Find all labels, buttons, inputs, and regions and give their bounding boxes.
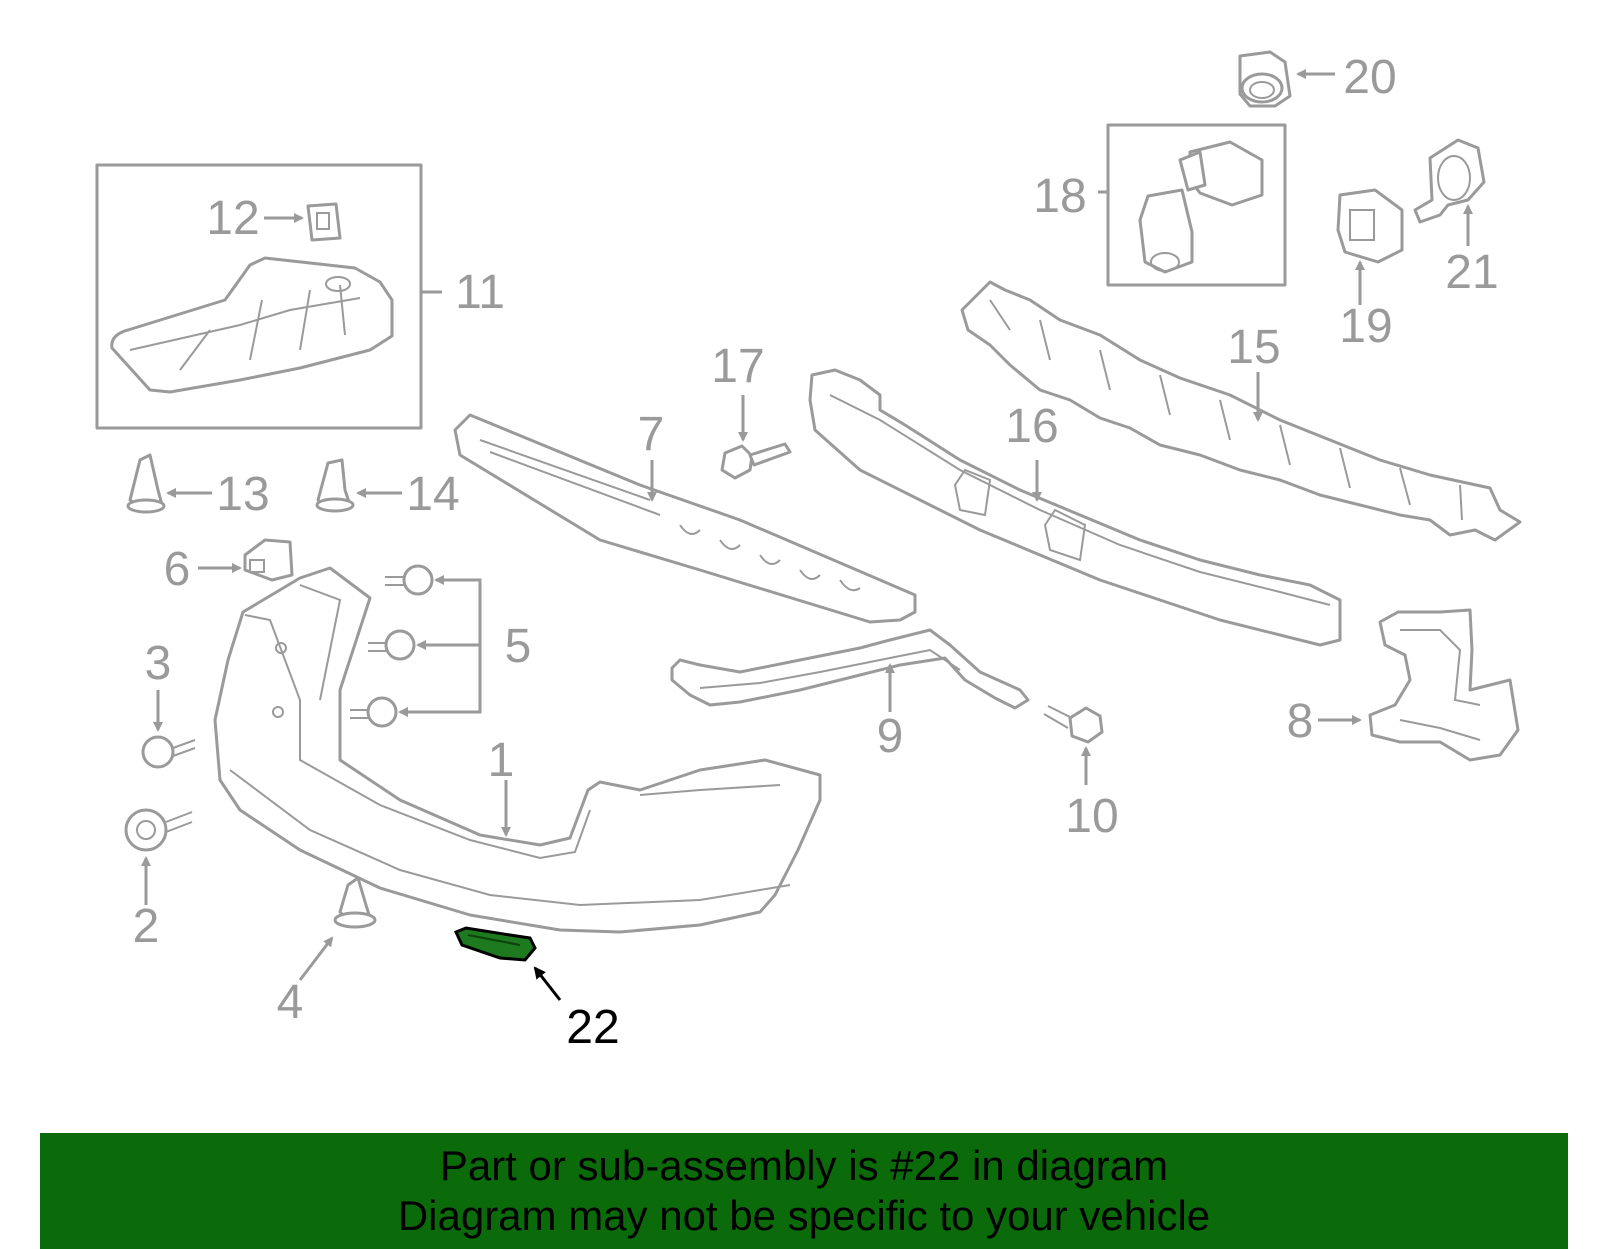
banner-line-2: Diagram may not be specific to your vehi… — [397, 1192, 1211, 1239]
callout-1: 1 — [488, 734, 515, 787]
callout-10: 10 — [1065, 790, 1118, 843]
callout-13: 13 — [216, 468, 269, 521]
banner-line-1: Part or sub-assembly is #22 in diagram — [439, 1142, 1169, 1189]
part-19-sensor — [1336, 188, 1404, 305]
part-15-absorber — [960, 280, 1522, 542]
part-3-screw — [141, 690, 196, 769]
callout-19: 19 — [1339, 300, 1392, 353]
part-21-retainer — [1413, 138, 1486, 246]
part-9-bracket — [670, 628, 1030, 712]
part-7-step-pad — [453, 413, 917, 624]
callout-16: 16 — [1005, 400, 1058, 453]
callout-9: 9 — [877, 710, 904, 763]
part-6-nut — [198, 538, 294, 582]
callout-21: 21 — [1445, 246, 1498, 299]
callout-17: 17 — [711, 340, 764, 393]
part-16-beam — [808, 368, 1342, 647]
info-banner: Part or sub-assembly is #22 in diagram D… — [40, 1133, 1568, 1249]
callout-4: 4 — [277, 976, 304, 1029]
callout-11: 11 — [455, 266, 505, 319]
part-4-clip — [298, 876, 377, 981]
part-5-screws — [350, 564, 482, 728]
callout-2: 2 — [133, 900, 160, 953]
part-11-undercover-group — [95, 163, 442, 430]
part-20-retainer — [1238, 50, 1335, 108]
part-12-nut — [306, 202, 342, 242]
callout-6: 6 — [164, 543, 191, 596]
part-17-bolt — [720, 395, 792, 480]
part-1-bumper-cover — [213, 566, 822, 934]
part-22-highlighted[interactable] — [453, 926, 562, 1001]
part-13-clip — [126, 453, 212, 514]
part-18-sensor-group — [1098, 123, 1287, 287]
part-2-grommet — [124, 808, 193, 905]
callout-3: 3 — [145, 637, 172, 690]
callout-12: 12 — [206, 192, 259, 245]
part-11-undercover — [110, 256, 394, 394]
callout-5: 5 — [505, 620, 532, 673]
callout-14: 14 — [406, 468, 459, 521]
callout-8: 8 — [1287, 695, 1314, 748]
part-8-side-bracket — [1318, 608, 1520, 762]
callout-18: 18 — [1033, 170, 1086, 223]
callout-20: 20 — [1343, 51, 1396, 104]
part-14-clip — [315, 458, 402, 513]
part-10-bolt — [1043, 705, 1104, 785]
callout-7: 7 — [638, 408, 665, 461]
callout-22: 22 — [566, 1001, 619, 1054]
callout-15: 15 — [1227, 321, 1280, 374]
